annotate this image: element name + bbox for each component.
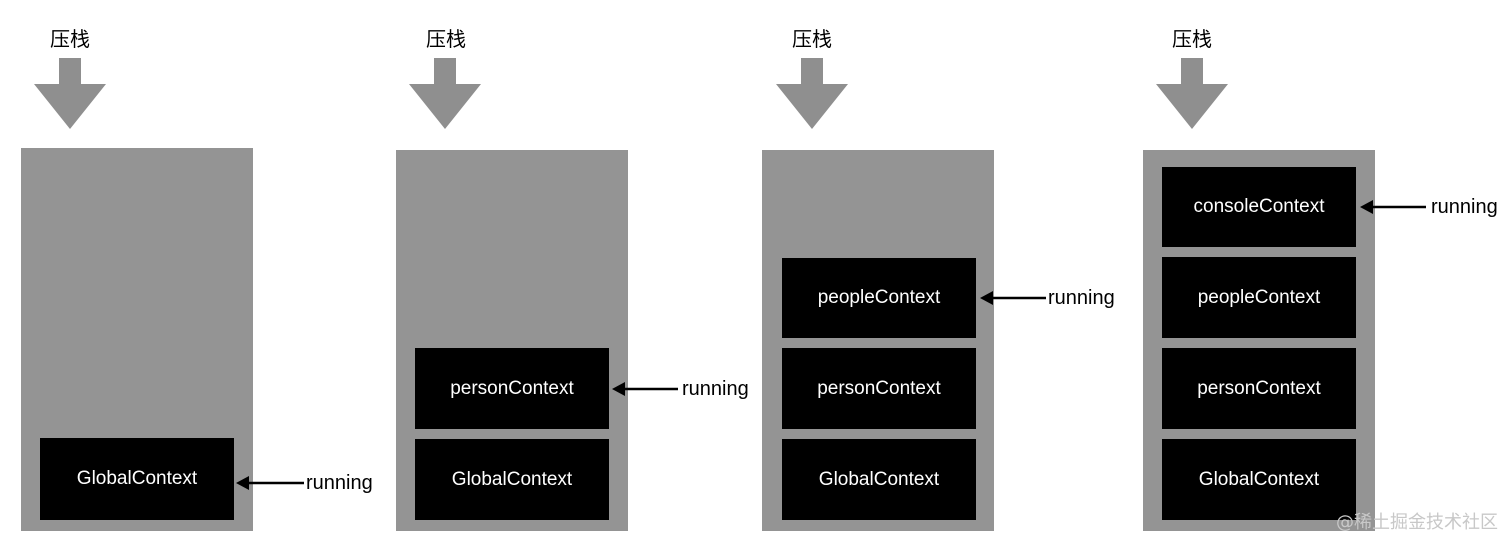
stack-frame-console-context: consoleContext [1162, 167, 1356, 247]
running-pointer-arrow-icon [612, 382, 678, 396]
stack-frame-person-context: personContext [415, 348, 609, 429]
running-pointer-arrow-icon [980, 291, 1046, 305]
watermark: @稀土掘金技术社区 [1336, 512, 1498, 533]
stack-frame-people-context: peopleContext [1162, 257, 1356, 338]
running-label: running [1048, 287, 1115, 309]
stack-frame-people-context: peopleContext [782, 258, 976, 338]
stack-frame-global-context: GlobalContext [1162, 439, 1356, 520]
stack-frame-global-context: GlobalContext [782, 439, 976, 520]
stack-frame-global-context: GlobalContext [40, 438, 234, 520]
push-label: 压栈 [50, 27, 90, 51]
push-label: 压栈 [792, 27, 832, 51]
stack-frame-person-context: personContext [782, 348, 976, 429]
push-down-arrow-icon [34, 58, 106, 129]
push-down-arrow-icon [409, 58, 481, 129]
running-pointer-arrow-icon [1360, 200, 1426, 214]
running-label: running [682, 378, 749, 400]
stack-frame-person-context: personContext [1162, 348, 1356, 429]
running-label: running [1431, 196, 1498, 218]
stack-frame-global-context: GlobalContext [415, 439, 609, 520]
push-label: 压栈 [426, 27, 466, 51]
push-label: 压栈 [1172, 27, 1212, 51]
push-down-arrow-icon [1156, 58, 1228, 129]
running-label: running [306, 472, 373, 494]
push-down-arrow-icon [776, 58, 848, 129]
running-pointer-arrow-icon [236, 476, 304, 490]
